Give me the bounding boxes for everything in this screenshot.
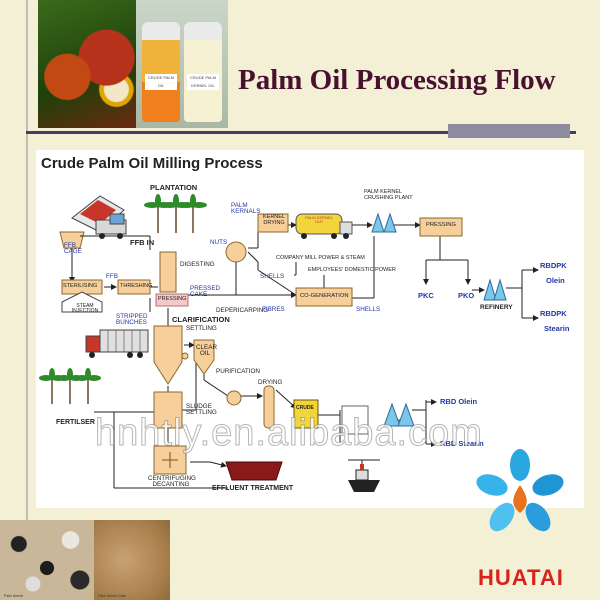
- photo-caption: Palm Kernel Cake: [98, 594, 127, 598]
- palm-fruit-photo: [38, 0, 136, 128]
- rbdpk-olein-label: RBDPK: [540, 261, 567, 270]
- mill-power-label: COMPANY MILL POWER & STEAM: [276, 255, 365, 261]
- threshing-box: [117, 279, 151, 295]
- jar-label: CRUDE PALM OIL: [145, 74, 177, 90]
- drying-column-icon: [263, 385, 275, 429]
- crude-oil-tank-icon: [293, 399, 319, 429]
- watermark-text: hnhtly.en.alibaba.com: [95, 412, 483, 455]
- olein-label: Olein: [546, 276, 565, 285]
- pressing2-label: PRESSING: [426, 222, 456, 228]
- clear-oil-tank-icon: [193, 339, 215, 375]
- shells-label: SHELLS: [260, 273, 285, 280]
- palm-kernel-cake-photo: Palm Kernel Cake: [94, 520, 170, 600]
- diagram-title: Crude Palm Oil Milling Process: [41, 155, 263, 172]
- title-rule-accent: [448, 124, 570, 138]
- ffb-cage-icon: [59, 231, 85, 249]
- sterilising-label: STERILISING: [63, 283, 98, 289]
- ffb-cage-label: FFB CAGE: [64, 242, 82, 256]
- centrifuging-label: CENTRIFUGING DECANTING: [148, 475, 196, 489]
- left-divider: [26, 0, 28, 600]
- kernel-truck-label: PALM KERNEL OUT: [305, 215, 333, 224]
- kernel-truck-icon: [295, 213, 353, 239]
- effluent-label: EFFLUENT TREATMENT: [212, 485, 294, 492]
- employees-power-label: EMPLOYEES' DOMESTIC POWER: [308, 267, 396, 273]
- purification-label: PURIFICATION: [216, 368, 260, 375]
- pressing2-box: [419, 217, 463, 237]
- pko-label: PKO: [458, 291, 475, 300]
- pressed-cake-label: PRESSED CAKE: [190, 285, 221, 299]
- photo-caption: Palm Kernel: [4, 594, 24, 598]
- ffb-label: FFB: [106, 273, 118, 280]
- steam-house-icon: [61, 291, 103, 313]
- depericarping-label: DEPERICARPING: [216, 307, 269, 314]
- refinery-silos-icon: [483, 278, 507, 301]
- nuts-separator-icon: [225, 241, 247, 263]
- cogeneration-label: CO-GENERATION: [300, 293, 349, 299]
- fertilser-label: FERTILSER: [56, 419, 95, 426]
- fibres-label: FIBRES: [262, 306, 285, 313]
- pressing-box: [155, 293, 189, 307]
- brand-name: HUATAI: [478, 565, 564, 590]
- steam-injection-label: STEAM INJECTION: [71, 303, 99, 314]
- jar-label: CRUDE PALM KERNEL OIL: [187, 74, 219, 90]
- stearin-label: Stearin: [544, 324, 570, 333]
- crude-palm-kernel-oil-jar: CRUDE PALM KERNEL OIL: [184, 22, 222, 122]
- plantation-label: PLANTATION: [150, 183, 198, 192]
- logo-petal: [510, 449, 530, 481]
- process-diagram-panel: [36, 150, 584, 508]
- logo-petal: [476, 474, 508, 496]
- palm-kernals-label: PALM KERNALS: [231, 202, 261, 216]
- pressing-label: PRESSING: [158, 296, 187, 302]
- shells2-label: SHELLS: [356, 306, 381, 313]
- rbd-stearin-label: RBD Stearin: [440, 439, 484, 448]
- crushing-plant-silos-icon: [371, 212, 397, 233]
- process-unit-box: [341, 405, 369, 435]
- crude-label: CRUDE: [296, 405, 314, 411]
- drying-label: DRYING: [258, 379, 283, 386]
- title-rule: [26, 131, 576, 134]
- pkc-label: PKC: [418, 291, 434, 300]
- crushing-plant-label: PALM KERNEL CRUSHING PLANT: [364, 189, 413, 201]
- plantation-palms-icon: [144, 194, 207, 233]
- kernel-drying-box: [257, 213, 289, 233]
- palm-kernel-photo: Palm Kernel: [0, 520, 94, 600]
- crude-palm-oil-jar: CRUDE PALM OIL: [142, 22, 180, 122]
- sludge-settling-label: SLUDGE SETTLING: [186, 403, 217, 417]
- logo-petal: [532, 474, 564, 496]
- tipper-truck-icon: [71, 195, 127, 239]
- digesting-label: DIGESTING: [180, 261, 215, 268]
- fertiliser-palms-icon: [39, 368, 101, 404]
- logo-petal: [489, 502, 515, 532]
- digesting-box: [159, 251, 177, 293]
- effluent-pond-icon: [225, 461, 283, 481]
- kernel-drying-label: KERNEL DRYING: [262, 214, 285, 226]
- refinery2-silos-icon: [383, 402, 415, 427]
- logo-oil-drop: [513, 485, 527, 513]
- slide-title: Palm Oil Processing Flow: [238, 64, 556, 96]
- purification-icon: [226, 390, 242, 406]
- ship-icon: [348, 464, 380, 492]
- rbd-olein-label: RBD Olein: [440, 397, 478, 406]
- ffb-in-label: FFB IN: [130, 238, 155, 247]
- clarification-label: CLARIFICATION: [172, 315, 230, 324]
- settling-label: SETTLING: [186, 325, 217, 332]
- clarification-tank-icon: [153, 325, 183, 385]
- logo-petal: [525, 502, 551, 532]
- oil-jars-photo: CRUDE PALM OIL CRUDE PALM KERNEL OIL: [136, 0, 228, 128]
- rbdpk-stearin-label: RBDPK: [540, 309, 567, 318]
- clear-oil-label: CLEAR OIL: [196, 344, 217, 358]
- cogeneration-box: [295, 287, 353, 307]
- huatai-logo-icon: [476, 449, 564, 532]
- sludge-settling-tank-icon: [153, 391, 183, 429]
- container-truck-icon: [85, 329, 149, 358]
- threshing-label: THRESHING: [120, 283, 153, 289]
- refinery-label: REFINERY: [480, 304, 513, 311]
- nuts-label: NUTS: [210, 239, 228, 246]
- stripped-bunches-label: STRIPPED BUNCHES: [116, 313, 148, 327]
